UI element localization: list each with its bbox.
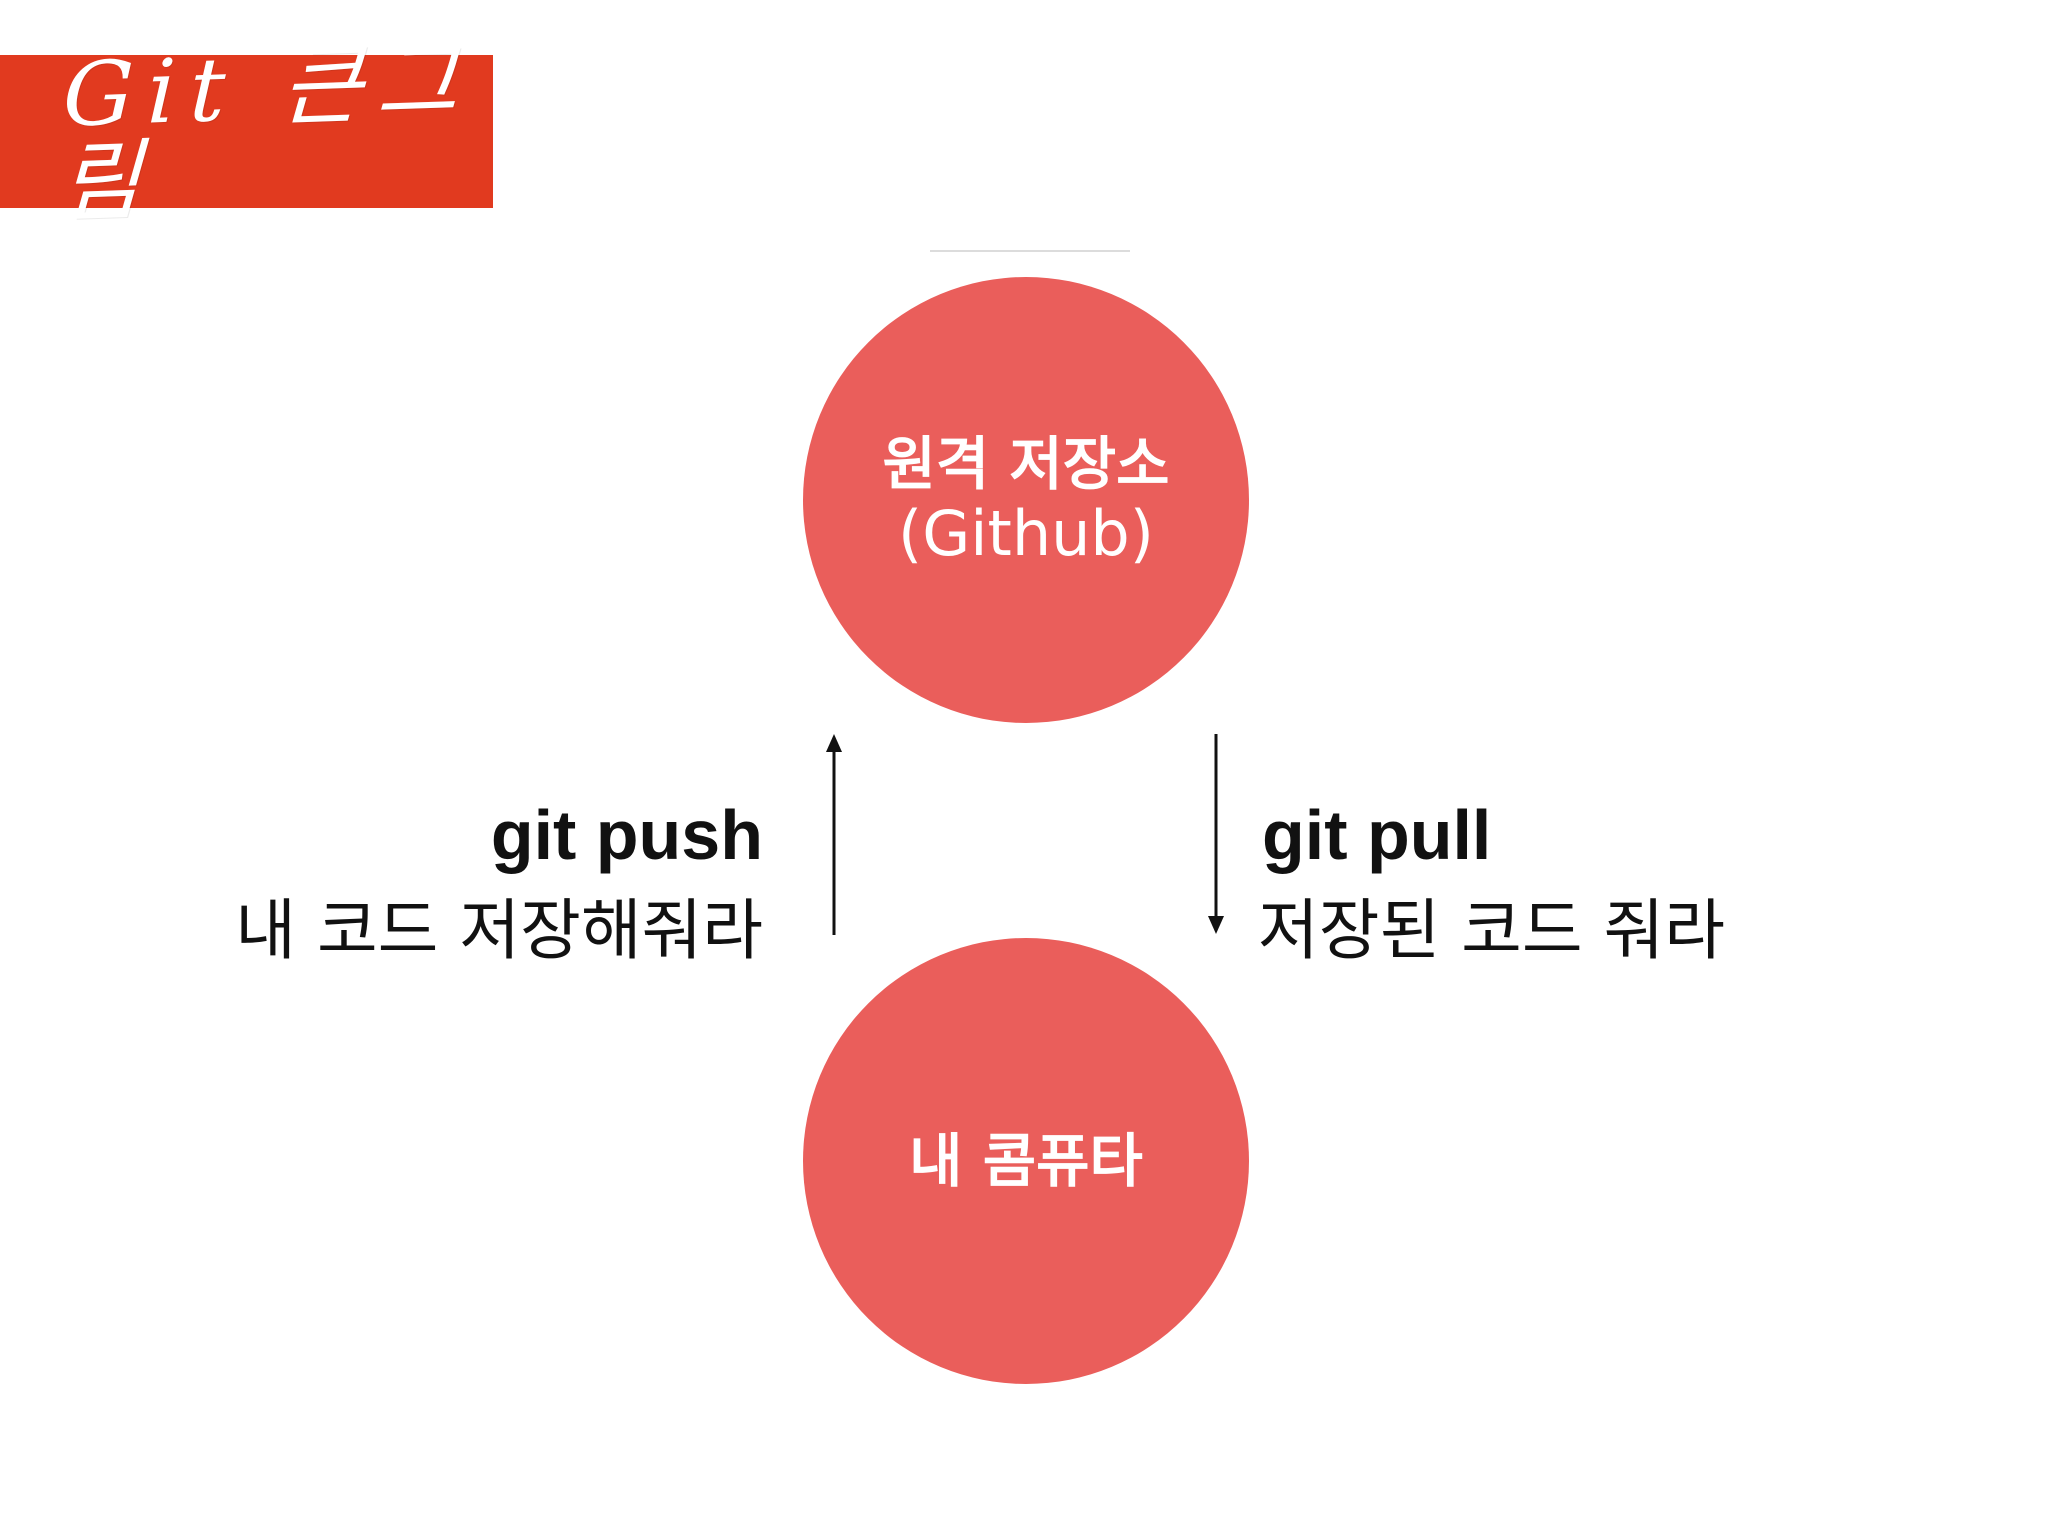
local-computer-node: 내 콤퓨타 xyxy=(803,938,1249,1384)
remote-repository-label: 원격 저장소 xyxy=(882,430,1170,498)
git-pull-command: git pull xyxy=(1262,796,1492,874)
slide-title: Git 큰그림 xyxy=(58,28,474,234)
title-banner: Git 큰그림 xyxy=(0,29,493,234)
remote-repository-sublabel: (Github) xyxy=(898,496,1154,570)
git-push-command: git push xyxy=(490,796,763,874)
local-computer-label: 내 콤퓨타 xyxy=(909,1126,1143,1195)
divider-line xyxy=(930,250,1130,252)
pull-arrow xyxy=(1208,734,1224,934)
git-push-description: 내 코드 저장해줘라 xyxy=(235,892,763,969)
remote-repository-node: 원격 저장소 (Github) xyxy=(803,277,1249,723)
git-pull-description: 저장된 코드 줘라 xyxy=(1258,892,1725,969)
push-arrow xyxy=(826,734,842,935)
